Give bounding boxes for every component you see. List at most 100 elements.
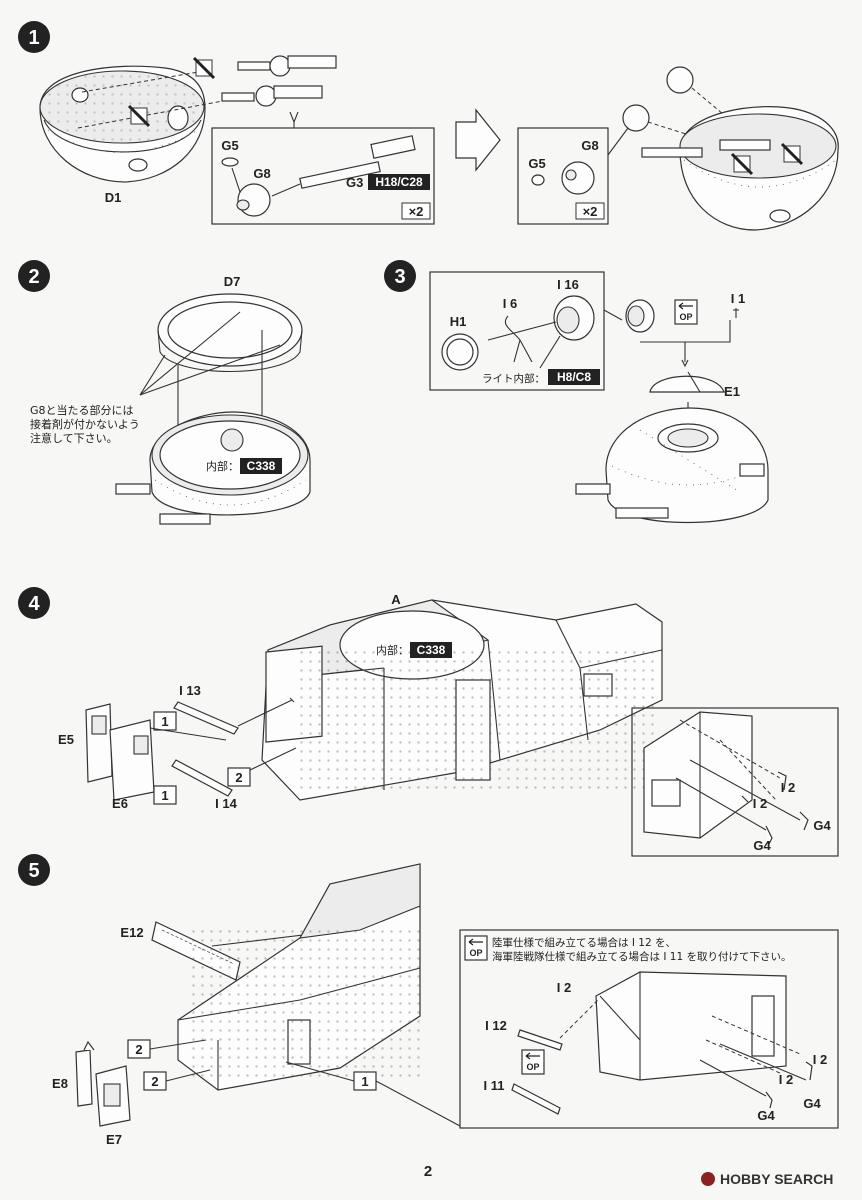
light-inner-label: ライト内部：: [482, 372, 545, 385]
step-2: 2 D7 G8と当たる部分には 接着剤が付かないよう 注意して下さい。 内部： …: [18, 260, 311, 525]
part-label-e6: E6: [112, 796, 128, 811]
part-label-e5: E5: [58, 732, 74, 747]
part-label-g3: G3: [346, 175, 363, 190]
step-3-number: 3: [394, 266, 405, 288]
prohibit-icon-upper: [192, 56, 216, 80]
watermark-text: HOBBY SEARCH: [720, 1171, 833, 1187]
step-2-badge: [18, 260, 50, 292]
part-label-i16: I 16: [557, 277, 579, 292]
part-label-g4-right: G4: [803, 1096, 821, 1111]
step-4-badge: [18, 587, 50, 619]
step-1-badge: [18, 21, 50, 53]
svg-text:2: 2: [151, 1074, 158, 1089]
part-label-i2-top: I 2: [557, 980, 571, 995]
op-icon-step3: OP: [674, 299, 698, 325]
paint-tag-c338-step4: C338: [417, 643, 446, 657]
part-label-d7: D7: [224, 274, 241, 289]
step-1-number: 1: [28, 27, 39, 49]
step-3: 3 H1 I 6 I 16 ライト内部： H8/C8 OP I 1: [384, 260, 769, 523]
part-label-e1: E1: [724, 384, 740, 399]
part-label-i1: I 1: [731, 291, 745, 306]
gun-lower: [221, 85, 323, 107]
part-label-g4-a: G4: [813, 818, 831, 833]
paint-tag-h8-c8: H8/C8: [557, 370, 591, 384]
svg-text:1: 1: [161, 714, 168, 729]
part-label-e7: E7: [106, 1132, 122, 1147]
ring-d7: [157, 293, 303, 373]
step-5: 5 E12 2 2 1: [18, 854, 839, 1147]
turret-shell-d1: [39, 65, 206, 183]
step-2-number: 2: [28, 266, 39, 288]
gun-upper: [237, 55, 337, 77]
step-4: 4 A 内部： C338 I 13 E5: [18, 587, 839, 857]
svg-text:1: 1: [161, 788, 168, 803]
step-5-badge: [18, 854, 50, 886]
part-label-g5-right: G5: [528, 156, 545, 171]
part-label-i14: I 14: [215, 796, 237, 811]
callout-1b: 1: [153, 785, 177, 805]
prohibit-icon-turret-b: [780, 142, 804, 166]
callout-2a-step5: 2: [127, 1039, 151, 1059]
svg-text:2: 2: [235, 770, 242, 785]
part-label-d1: D1: [105, 190, 122, 205]
part-label-a: A: [391, 592, 401, 607]
step-1: 1 D1: [18, 21, 839, 231]
callout-1-step5: 1: [353, 1071, 377, 1091]
part-label-e8: E8: [52, 1076, 68, 1091]
hull-rear-body: [177, 863, 421, 1091]
step-4-number: 4: [28, 593, 40, 615]
svg-text:1: 1: [361, 1074, 368, 1089]
part-label-g5: G5: [221, 138, 238, 153]
turret-assembled: [622, 66, 839, 231]
turret-top-e1: [649, 371, 725, 393]
inner-label-step4: 内部：: [376, 643, 409, 657]
light-inset: H1 I 6 I 16 ライト内部： H8/C8: [429, 271, 605, 391]
note-glue-line3: 注意して下さい。: [30, 431, 118, 445]
part-label-i2-a: I 2: [781, 780, 795, 795]
part-label-e12: E12: [120, 925, 143, 940]
note-spec-line1: 陸軍仕様で組み立てる場合は I 12 を、: [492, 936, 676, 949]
step5-rear-inset: OP 陸軍仕様で組み立てる場合は I 12 を、 海軍陸戦隊仕様で組み立てる場合…: [459, 929, 839, 1129]
note-glue-line1: G8と当たる部分には: [30, 403, 134, 417]
door-e7: [95, 1065, 131, 1127]
part-label-g4-b: G4: [753, 838, 771, 853]
part-label-i12: I 12: [485, 1018, 507, 1033]
svg-text:OP: OP: [526, 1062, 539, 1072]
turret-base: [115, 411, 311, 525]
part-e8: [75, 1040, 95, 1107]
quantity-x2-right: ×2: [583, 204, 598, 219]
next-arrow-icon: [455, 108, 501, 172]
page-number: 2: [424, 1163, 432, 1180]
part-label-i13: I 13: [179, 683, 201, 698]
step4-rear-inset: [631, 707, 839, 857]
part-label-g8-right: G8: [581, 138, 598, 153]
watermark: HOBBY SEARCH: [701, 1171, 833, 1187]
callout-2b-step5: 2: [143, 1071, 167, 1091]
svg-text:OP: OP: [469, 948, 482, 958]
part-label-g8: G8: [253, 166, 270, 181]
door-e6: [109, 719, 155, 801]
paint-tag-h18-c28: H18/C28: [375, 175, 423, 189]
part-label-g4-left: G4: [757, 1108, 775, 1123]
prohibit-icon-turret-a: [730, 152, 754, 176]
part-label-h1: H1: [450, 314, 467, 329]
quantity-x2-left: ×2: [409, 204, 424, 219]
step-3-badge: [384, 260, 416, 292]
hull-body-a: [261, 599, 663, 801]
op-label-step3: OP: [679, 312, 692, 322]
light-assembled: [625, 299, 655, 333]
step1-inset-right: G5 G8 ×2: [517, 127, 629, 225]
door-e5: [85, 703, 113, 783]
part-label-i2-b: I 2: [753, 796, 767, 811]
op-icon-step5-note: OP: [464, 935, 488, 961]
part-label-i2-right: I 2: [813, 1052, 827, 1067]
svg-text:2: 2: [135, 1042, 142, 1057]
step1-inset-left: G5 G8 G3 H18/C28 ×2: [211, 122, 435, 225]
part-label-i2-mid: I 2: [779, 1072, 793, 1087]
step-5-number: 5: [28, 860, 39, 882]
inner-label-step2: 内部：: [206, 459, 239, 473]
callout-2-step4: 2: [227, 767, 251, 787]
part-label-i11: I 11: [484, 1078, 505, 1093]
note-glue-line2: 接着剤が付かないよう: [30, 417, 140, 431]
